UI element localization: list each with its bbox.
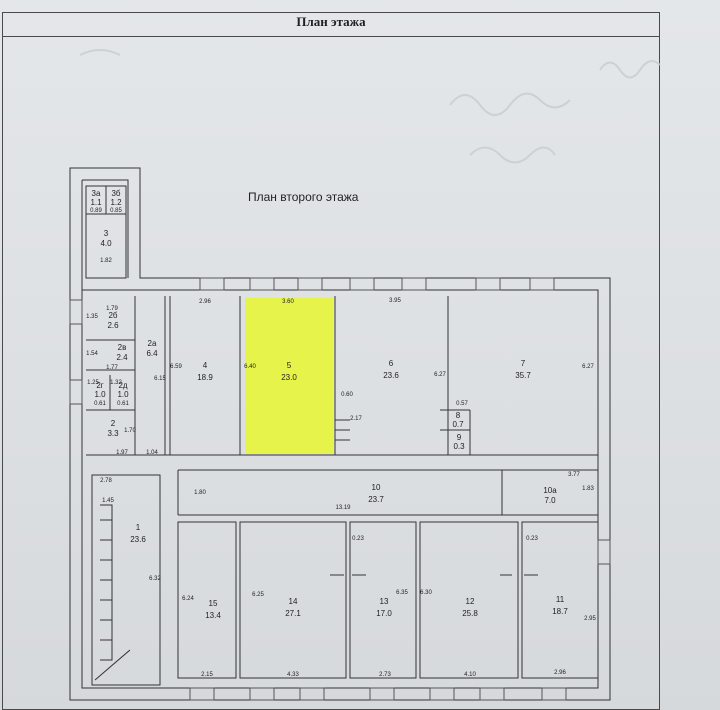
room-2v-area: 2.4: [116, 353, 128, 362]
room-3a-number: 3а: [92, 189, 101, 198]
dim-label: 1.77: [106, 365, 118, 371]
room-4-area: 18.9: [197, 373, 213, 382]
room-15-area: 13.4: [205, 611, 221, 620]
doors: [330, 419, 538, 576]
room-2b-number: 2б: [108, 311, 117, 320]
dim-label: 6.15: [154, 376, 166, 382]
room-5-area: 23.0: [281, 373, 297, 382]
room-10-number: 10: [372, 483, 381, 492]
room-2v-number: 2в: [118, 343, 127, 352]
room-6-area: 23.6: [383, 371, 399, 380]
dim-label: 6.35: [396, 590, 408, 596]
dim-label: 2.15: [201, 672, 213, 678]
room-3b-number: 3б: [111, 189, 120, 198]
room-14-area: 27.1: [285, 609, 301, 618]
dim-label: 4.10: [464, 672, 476, 678]
room-2-number: 2: [111, 419, 116, 428]
dim-label: 2.96: [199, 299, 211, 305]
room-10a-area: 7.0: [544, 496, 556, 505]
dim-label: 3.60: [282, 299, 294, 305]
room-2a-area: 6.4: [146, 349, 158, 358]
dim-label: 0.60: [341, 392, 353, 398]
dim-label: 1.83: [582, 486, 594, 492]
room-10-area: 23.7: [368, 495, 384, 504]
floor-title: План второго этажа: [248, 190, 359, 204]
room-5-number: 5: [287, 361, 292, 370]
building-walls: [69, 167, 611, 701]
dim-label: 6.25: [252, 592, 264, 598]
room-2-area: 3.3: [107, 429, 119, 438]
dim-label: 6.30: [420, 590, 432, 596]
dim-label: 2.95: [584, 616, 596, 622]
room-3a-area: 1.1: [90, 198, 102, 207]
room-13-number: 13: [380, 597, 389, 606]
room-1-area: 23.6: [130, 535, 146, 544]
room-2d-number: 2д: [118, 381, 127, 390]
dim-label: 1.35: [86, 314, 98, 320]
dim-label: 6.24: [182, 596, 194, 602]
dim-label: 1.45: [102, 498, 114, 504]
room-2g-area: 1.0: [94, 390, 106, 399]
dim-label: 2.78: [100, 478, 112, 484]
room-1-number: 1: [136, 523, 141, 532]
room-2d-area: 1.0: [117, 390, 129, 399]
room-2d-dim: 0.61: [117, 401, 129, 407]
dim-label: 0.23: [352, 536, 364, 542]
room-3b-dim: 0.85: [110, 208, 122, 214]
room-13-area: 17.0: [376, 609, 392, 618]
room-10a-number: 10а: [543, 486, 557, 495]
room-4-number: 4: [203, 361, 208, 370]
dim-label: 3.95: [389, 298, 401, 304]
dim-label: 6.27: [434, 372, 446, 378]
dim-label: 1.79: [106, 306, 118, 312]
room-3a-dim: 0.89: [90, 208, 102, 214]
dim-label: 1.25: [87, 380, 99, 386]
dim-label: 6.59: [170, 364, 182, 370]
dim-label: 1.97: [116, 450, 128, 456]
dim-label: 2.73: [379, 672, 391, 678]
dim-label: 1.32: [110, 380, 122, 386]
room-2g-number: 2г: [96, 381, 103, 390]
room-3b-area: 1.2: [110, 198, 122, 207]
room-15-number: 15: [209, 599, 218, 608]
room-11-number: 11: [556, 595, 565, 604]
room-9-area: 0.3: [453, 442, 465, 451]
dim-label: 4.33: [287, 672, 299, 678]
room-6-number: 6: [389, 359, 394, 368]
sheet-title: План этажа: [296, 14, 366, 29]
room-12-area: 25.8: [462, 609, 478, 618]
room-8-area: 0.7: [452, 420, 464, 429]
dim-label: 6.40: [244, 364, 256, 370]
room-9-number: 9: [457, 433, 462, 442]
dim-label: 1.80: [194, 490, 206, 496]
room-7-area: 35.7: [515, 371, 531, 380]
dim-label: 1.82: [100, 258, 112, 264]
room-3-number: 3: [104, 229, 109, 238]
dim-label: 1.70: [124, 428, 136, 434]
room-7-number: 7: [521, 359, 526, 368]
dim-label: 0.23: [526, 536, 538, 542]
handwriting-marks: [79, 49, 661, 164]
dim-label: 6.27: [582, 364, 594, 370]
room-14-number: 14: [289, 597, 298, 606]
dim-label: 1.04: [146, 450, 158, 456]
room-2g-dim: 0.61: [94, 401, 106, 407]
room-8-number: 8: [456, 411, 461, 420]
dim-label: 2.17: [350, 416, 362, 422]
room-11-area: 18.7: [552, 607, 568, 616]
title-divider: [2, 36, 660, 37]
room-12-number: 12: [466, 597, 475, 606]
dim-label: 3.77: [568, 472, 580, 478]
dim-label: 2.96: [554, 670, 566, 676]
dim-label: 1.54: [86, 351, 98, 357]
room-2a-number: 2а: [148, 339, 157, 348]
room-3-area: 4.0: [100, 239, 112, 248]
room-2b-area: 2.6: [107, 321, 119, 330]
dim-label: 0.57: [456, 401, 468, 407]
room-5-highlight[interactable]: [245, 298, 333, 453]
dim-label: 13.19: [335, 505, 351, 511]
dim-label: 6.32: [149, 576, 161, 582]
